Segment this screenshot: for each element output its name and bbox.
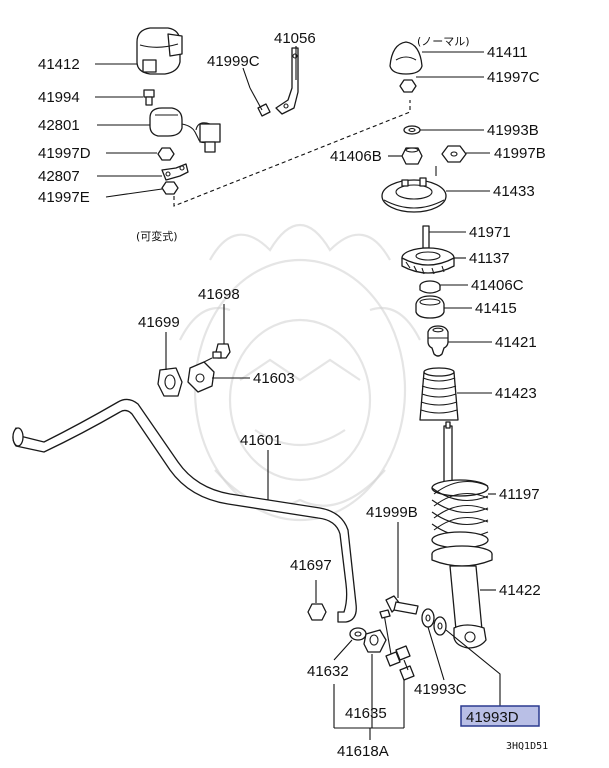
part-41999b-bolt[interactable]: [385, 595, 419, 615]
label-41997b[interactable]: 41997B: [494, 145, 546, 162]
part-41632-washer[interactable]: [349, 627, 367, 641]
label-41056[interactable]: 41056: [274, 30, 316, 47]
part-41197-coil-spring[interactable]: [431, 479, 489, 549]
part-41601-stabilizer-bar[interactable]: [12, 398, 357, 623]
part-41412-actuator-cover[interactable]: [136, 27, 183, 75]
part-41635-bushing[interactable]: [363, 629, 387, 653]
label-41971[interactable]: 41971: [469, 224, 511, 241]
part-41994-bolt[interactable]: [143, 89, 155, 106]
label-41137[interactable]: 41137: [469, 250, 510, 267]
part-41698-bolt[interactable]: [212, 343, 231, 359]
part-41993d-washer[interactable]: [433, 616, 447, 636]
diagram-code: 3HQ1D51: [506, 741, 548, 752]
label-41999b[interactable]: 41999B: [366, 504, 418, 521]
label-41406b[interactable]: 41406B: [330, 148, 382, 165]
part-41415-seat[interactable]: [415, 295, 445, 319]
part-41997b-nut[interactable]: [441, 145, 467, 163]
part-41993c-washer[interactable]: [421, 608, 435, 628]
label-41997c[interactable]: 41997C: [487, 69, 540, 86]
part-41421-bump-stop[interactable]: [427, 325, 449, 357]
note-variable: (可変式): [136, 229, 178, 243]
label-41632[interactable]: 41632: [307, 663, 349, 680]
part-41603-clamp[interactable]: [187, 357, 215, 393]
label-42801[interactable]: 42801: [38, 117, 80, 134]
part-41411-dust-cap[interactable]: [389, 41, 423, 75]
label-41699[interactable]: 41699: [138, 314, 180, 331]
label-41994[interactable]: 41994: [38, 89, 80, 106]
note-normal: (ノーマル): [417, 35, 470, 48]
label-41635[interactable]: 41635: [345, 705, 387, 722]
label-41993c[interactable]: 41993C: [414, 681, 467, 698]
label-41603[interactable]: 41603: [253, 370, 295, 387]
part-41697-nut[interactable]: [307, 603, 327, 621]
part-41433-upper-mount[interactable]: [381, 166, 447, 213]
part-41997c-nut[interactable]: [399, 79, 417, 93]
label-41197[interactable]: 41197: [499, 486, 540, 503]
watermark-emblem: [179, 223, 421, 522]
part-41618a-link-bolts[interactable]: [379, 609, 415, 681]
part-41423-dust-boot[interactable]: [419, 367, 459, 421]
label-41411[interactable]: 41411: [487, 44, 528, 61]
label-41993d[interactable]: 41993D: [466, 709, 519, 726]
label-41997d[interactable]: 41997D: [38, 145, 91, 162]
label-41601[interactable]: 41601: [240, 432, 282, 449]
label-41421[interactable]: 41421: [495, 334, 537, 351]
part-41406b-bushing[interactable]: [401, 147, 423, 165]
part-41056-bracket[interactable]: [275, 47, 299, 115]
part-41971-spacer[interactable]: [422, 225, 430, 249]
label-41997e[interactable]: 41997E: [38, 189, 90, 206]
label-41698[interactable]: 41698: [198, 286, 240, 303]
label-41433[interactable]: 41433: [493, 183, 535, 200]
part-41137-bearing[interactable]: [401, 247, 455, 275]
label-41697[interactable]: 41697: [290, 557, 332, 574]
label-41999c[interactable]: 41999C: [207, 53, 260, 70]
highlight-box-41993d[interactable]: [460, 705, 540, 727]
part-41997e-nut[interactable]: [161, 181, 179, 195]
part-42807-bracket[interactable]: [161, 163, 189, 181]
part-41997d-nut[interactable]: [157, 147, 175, 161]
label-41423[interactable]: 41423: [495, 385, 537, 402]
label-42807[interactable]: 42807: [38, 168, 80, 185]
part-41422-shock-body[interactable]: [431, 545, 493, 649]
label-41406c[interactable]: 41406C: [471, 277, 524, 294]
part-41406c-bushing[interactable]: [419, 280, 441, 294]
part-41999c-bolt[interactable]: [249, 87, 271, 117]
part-41993b-washer[interactable]: [403, 125, 421, 135]
part-41699-bushing[interactable]: [157, 367, 183, 397]
label-41422[interactable]: 41422: [499, 582, 541, 599]
part-42801-actuator[interactable]: [149, 107, 221, 153]
label-41415[interactable]: 41415: [475, 300, 517, 317]
label-41993b[interactable]: 41993B: [487, 122, 539, 139]
label-41618a[interactable]: 41618A: [337, 743, 389, 760]
label-41412[interactable]: 41412: [38, 56, 80, 73]
